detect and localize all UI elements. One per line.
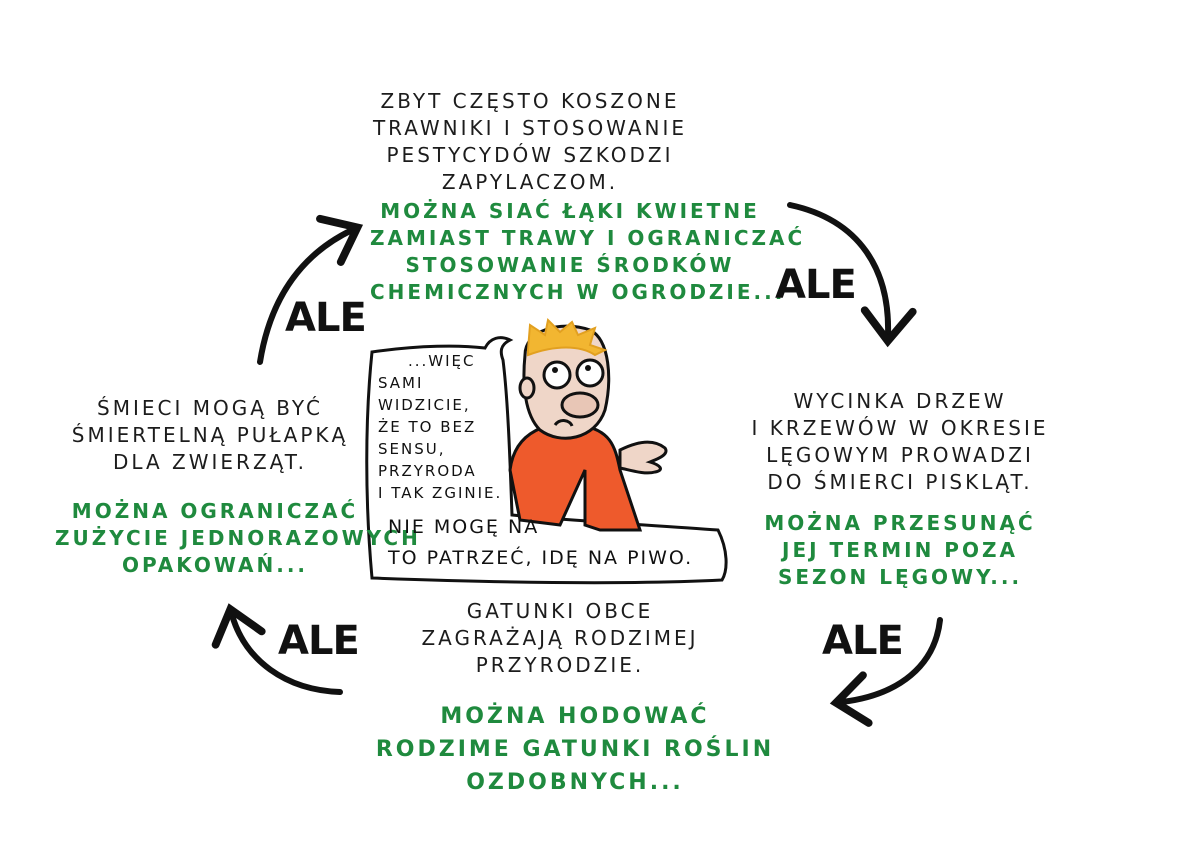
arrow-bottom-left — [211, 603, 343, 695]
text-line: GATUNKI OBCE — [466, 599, 654, 623]
text-line: MOŻNA SIAĆ ŁĄKI KWIETNE — [380, 199, 760, 223]
arrow-top-left — [257, 214, 364, 365]
left-solution-text: MOŻNA OGRANICZAĆ ZUŻYCIE JEDNORAZOWYCH O… — [55, 498, 421, 579]
ale-label-bottom-left: ALE — [278, 618, 360, 664]
speech-text-part1: ...WIĘC SAMI WIDZICIE, ŻE TO BEZ SENSU, … — [378, 350, 502, 504]
text-line: OPAKOWAŃ... — [121, 553, 309, 577]
text-line: ZAGRAŻAJĄ RODZIMEJ — [421, 626, 699, 650]
right-solution-text: MOŻNA PRZESUNĄĆ JEJ TERMIN POZA SEZON LĘ… — [750, 510, 1050, 591]
text-line: DO ŚMIERCI PISKLĄT. — [767, 470, 1033, 494]
text-line: RODZIME GATUNKI ROŚLIN — [375, 737, 775, 762]
text-line: JEJ TERMIN POZA — [782, 538, 1018, 562]
text-line: WIDZICIE, — [378, 396, 471, 414]
text-line: NIE MOGĘ NA — [388, 516, 540, 538]
text-line: ZUŻYCIE JEDNORAZOWYCH — [55, 526, 421, 550]
arrow-bottom-right — [829, 617, 943, 727]
text-line: SAMI — [378, 374, 424, 392]
text-line: SENSU, — [378, 440, 446, 458]
text-line: ZBYT CZĘSTO KOSZONE — [380, 89, 680, 113]
text-line: ZAPYLACZOM. — [441, 170, 619, 194]
top-problem-text: ZBYT CZĘSTO KOSZONE TRAWNIKI I STOSOWANI… — [360, 88, 700, 196]
text-line: MOŻNA HODOWAĆ — [440, 704, 710, 729]
bottom-problem-text: GATUNKI OBCE ZAGRAŻAJĄ RODZIMEJ PRZYRODZ… — [390, 598, 730, 679]
text-line: WYCINKA DRZEW — [793, 389, 1007, 413]
text-line: OZDOBNYCH... — [466, 770, 684, 795]
text-line: I KRZEWÓW W OKRESIE — [751, 416, 1049, 440]
text-line: STOSOWANIE ŚRODKÓW — [405, 253, 735, 277]
text-line: TRAWNIKI I STOSOWANIE — [372, 116, 688, 140]
bottom-solution-text: MOŻNA HODOWAĆ RODZIME GATUNKI ROŚLIN OZD… — [375, 700, 775, 799]
left-problem-text: ŚMIECI MOGĄ BYĆ ŚMIERTELNĄ PUŁAPKĄ DLA Z… — [60, 395, 360, 476]
text-line: MOŻNA PRZESUNĄĆ — [764, 511, 1036, 535]
right-problem-text: WYCINKA DRZEW I KRZEWÓW W OKRESIE LĘGOWY… — [740, 388, 1060, 496]
text-line: ŻE TO BEZ — [378, 418, 477, 436]
ale-label-top-right: ALE — [775, 262, 857, 308]
text-line: ŚMIECI MOGĄ BYĆ — [97, 396, 323, 420]
text-line: LĘGOWYM PROWADZI — [766, 443, 1034, 467]
top-solution-text: MOŻNA SIAĆ ŁĄKI KWIETNE ZAMIAST TRAWY I … — [370, 198, 806, 306]
text-line: MOŻNA OGRANICZAĆ — [71, 499, 359, 523]
text-line: DLA ZWIERZĄT. — [113, 450, 307, 474]
text-line: I TAK ZGINIE. — [378, 484, 503, 502]
speech-text-part2: NIE MOGĘ NA TO PATRZEĆ, IDĘ NA PIWO. — [388, 512, 693, 574]
cartoon-man — [508, 317, 668, 532]
text-line: ŚMIERTELNĄ PUŁAPKĄ — [71, 423, 349, 447]
text-line: TO PATRZEĆ, IDĘ NA PIWO. — [388, 547, 694, 569]
ale-label-bottom-right: ALE — [822, 618, 904, 664]
text-line: ZAMIAST TRAWY I OGRANICZAĆ — [370, 226, 806, 250]
text-line: PESTYCYDÓW SZKODZI — [386, 143, 674, 167]
arrow-top-right — [787, 202, 917, 348]
ale-label-top-left: ALE — [285, 295, 367, 341]
text-line: CHEMICZNYCH W OGRODZIE... — [370, 280, 786, 304]
text-line: ...WIĘC — [408, 352, 476, 370]
text-line: PRZYRODA — [378, 462, 477, 480]
text-line: PRZYRODZIE. — [475, 653, 645, 677]
text-line: SEZON LĘGOWY... — [777, 565, 1023, 589]
